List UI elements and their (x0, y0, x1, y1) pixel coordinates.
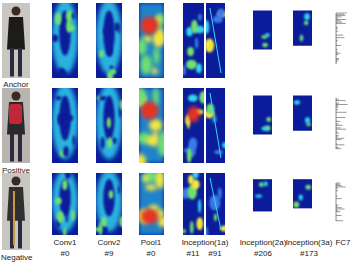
layer-label: #206 (254, 249, 272, 258)
feature-map (52, 169, 78, 237)
feature-map (138, 168, 170, 235)
layer-label: #91 (208, 249, 221, 258)
feature-map (253, 96, 272, 135)
row-label: Negative (1, 253, 33, 262)
feature-map (52, 84, 78, 163)
layer-label: Conv1 (53, 238, 76, 247)
feature-map (132, 87, 169, 171)
layer-label: #173 (300, 249, 318, 258)
layer-label: Inception(3a) (286, 238, 333, 247)
feature-map (96, 0, 122, 80)
layer-label: #0 (147, 249, 156, 258)
feature-map (204, 173, 229, 238)
layer-label: Conv2 (97, 238, 120, 247)
layer-label: #0 (61, 249, 70, 258)
feature-map (253, 179, 272, 211)
row-label: Anchor (3, 80, 28, 89)
fc7-vector (336, 13, 347, 64)
layer-label: #11 (187, 249, 200, 258)
person-photo (2, 173, 30, 250)
layer-label: Inception(2a) (240, 238, 287, 247)
person-photo (2, 88, 30, 163)
layer-label: #9 (105, 249, 114, 258)
feature-map (180, 171, 204, 235)
layer-label: Inception(1a) (182, 238, 229, 247)
feature-map (95, 170, 124, 238)
feature-map (182, 3, 205, 78)
feature-map (137, 3, 164, 78)
layer-label: Pool1 (141, 238, 161, 247)
feature-map (204, 3, 227, 78)
feature-map (52, 0, 78, 82)
row-label: Positive (2, 166, 30, 175)
person-photo (2, 3, 30, 78)
feature-map (293, 96, 312, 131)
feature-map (205, 88, 228, 163)
fc7-vector (336, 98, 348, 149)
fc7-vector (336, 183, 346, 221)
feature-map (183, 88, 207, 163)
feature-map (253, 11, 272, 50)
feature-map (293, 11, 312, 46)
feature-map (96, 84, 123, 163)
layer-label: FC7 (335, 238, 350, 247)
feature-map (293, 179, 312, 208)
